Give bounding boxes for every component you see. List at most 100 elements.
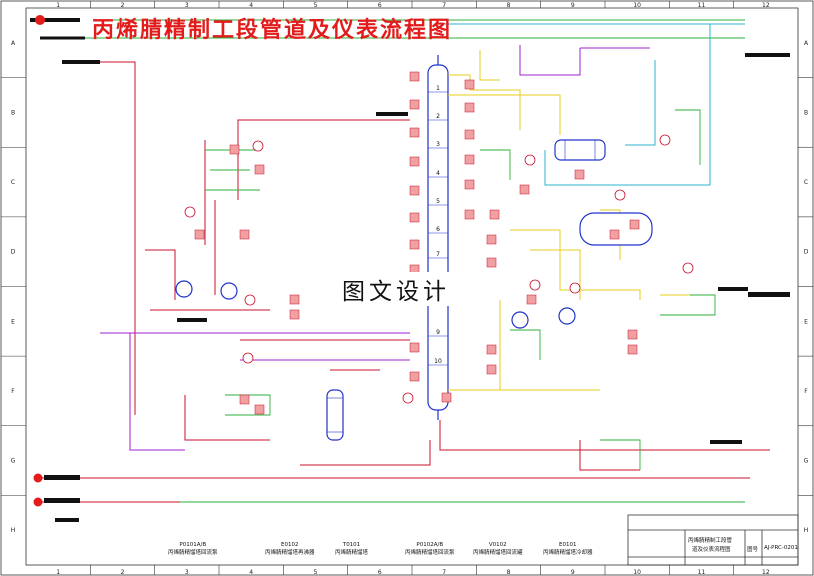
equipment-tag: T0101	[342, 542, 361, 548]
instrument-box	[409, 185, 420, 196]
grid-row-label: A	[804, 40, 809, 47]
grid-col-label: 6	[378, 2, 382, 9]
tray-number: 10	[434, 358, 442, 365]
pump-p0102b	[558, 307, 576, 325]
equipment-name: 丙烯腈精馏塔	[335, 550, 369, 556]
instrument-box	[254, 404, 265, 415]
instrument-box	[254, 164, 265, 175]
instrument-box	[229, 144, 240, 155]
instrument-bubble	[569, 282, 581, 294]
equipment-name: 丙烯腈精馏塔回流泵	[168, 550, 218, 556]
grid-row-label: G	[804, 458, 809, 465]
grid-col-label: 3	[185, 2, 189, 9]
grid-row-label: C	[11, 179, 15, 186]
grid-row-label: A	[11, 40, 16, 47]
exchanger-e0101	[554, 139, 606, 161]
instrument-box	[627, 329, 638, 340]
grid-col-label: 5	[314, 2, 318, 9]
instrument-box	[464, 102, 475, 113]
grid-col-label: 9	[571, 569, 575, 576]
drum-v0102	[579, 212, 653, 246]
title-block-label-drawing-no: 图号	[747, 547, 759, 553]
grid-col-label: 8	[507, 2, 511, 9]
equipment-name: 丙烯腈精馏塔冷却器	[543, 550, 593, 556]
watermark: 图文设计	[340, 272, 452, 306]
equipment-tag: P0101A/B	[179, 542, 207, 548]
grid-row-label: C	[804, 179, 808, 186]
equipment-caption-4: P0102A/B 丙烯腈精馏塔回流泵	[405, 541, 455, 557]
instrument-box	[409, 239, 420, 250]
process-lines	[40, 61, 770, 503]
instrument-box	[486, 344, 497, 355]
equipment-tag: V0102	[488, 542, 507, 548]
title-block-name-1: 丙烯腈精制工段管	[688, 538, 733, 544]
equipment-name: 丙烯腈精馏塔回流泵	[405, 550, 455, 556]
grid-row-label: B	[804, 109, 808, 116]
cyan-lines	[544, 24, 711, 186]
instrument-bubble	[184, 206, 196, 218]
tray-number: 3	[436, 141, 440, 148]
instrument-box	[239, 229, 250, 240]
grid-col-label: 4	[249, 2, 253, 9]
instrument-box	[409, 371, 420, 382]
line-labels	[44, 112, 790, 522]
drawing-title: 丙烯腈精制工段管道及仪表流程图	[92, 17, 453, 43]
grid-col-label: 8	[507, 569, 511, 576]
instrument-box	[574, 169, 585, 180]
instrument-box	[519, 184, 530, 195]
purple-lines	[100, 45, 650, 451]
grid-col-label: 2	[121, 569, 125, 576]
column-t0101	[427, 55, 449, 420]
instrument-bubble	[529, 279, 541, 291]
instrument-box	[409, 156, 420, 167]
title-block-drawing-no: AJ-PRC-0201	[764, 545, 798, 551]
instrument-box	[464, 129, 475, 140]
grid-col-label: 7	[442, 569, 446, 576]
grid-row-label: E	[804, 318, 808, 325]
grid-col-label: 3	[185, 569, 189, 576]
instrument-box	[464, 209, 475, 220]
instrument-box	[627, 344, 638, 355]
tray-number: 6	[436, 226, 440, 233]
instrument-box	[441, 392, 452, 403]
equipment-name: 丙烯腈精馏塔再沸器	[265, 550, 315, 556]
instrument-box	[239, 394, 250, 405]
tray-number: 5	[436, 198, 440, 205]
instrument-box	[289, 294, 300, 305]
equipment-tag: E0101	[559, 542, 577, 548]
instrument-box	[409, 212, 420, 223]
grid-row-label: H	[804, 527, 809, 534]
instrument-box	[629, 219, 640, 230]
equipment-caption-2: E0102 丙烯腈精馏塔再沸器	[265, 541, 315, 557]
instrument-box	[409, 71, 420, 82]
grid-col-label: 7	[442, 2, 446, 9]
instrument-box	[464, 154, 475, 165]
instrument-box	[409, 99, 420, 110]
pump-p0102a	[511, 311, 529, 329]
instrument-bubble	[252, 140, 264, 152]
grid-col-label: 9	[571, 2, 575, 9]
instrument-box	[464, 79, 475, 90]
top-lines	[30, 18, 790, 64]
grid-col-label: 11	[698, 569, 706, 576]
instrument-bubble	[402, 392, 414, 404]
tray-number: 1	[436, 85, 440, 92]
tray-number: 7	[436, 251, 440, 258]
grid-row-label: F	[11, 388, 15, 395]
title-block-name-2: 道及仪表流程图	[692, 547, 731, 553]
grid-row-label: E	[11, 318, 15, 325]
pump-p0101a	[175, 280, 193, 298]
instrument-box	[486, 364, 497, 375]
grid-col-label: 5	[314, 569, 318, 576]
pump-p0101b	[220, 282, 238, 300]
instrument-box	[526, 294, 537, 305]
instrument-box	[486, 257, 497, 268]
title-block	[627, 514, 799, 566]
instrument-box	[409, 342, 420, 353]
grid-col-label: 4	[249, 569, 253, 576]
equipment-caption-5: V0102 丙烯腈精馏塔回流罐	[473, 541, 523, 557]
instrument-box	[464, 179, 475, 190]
